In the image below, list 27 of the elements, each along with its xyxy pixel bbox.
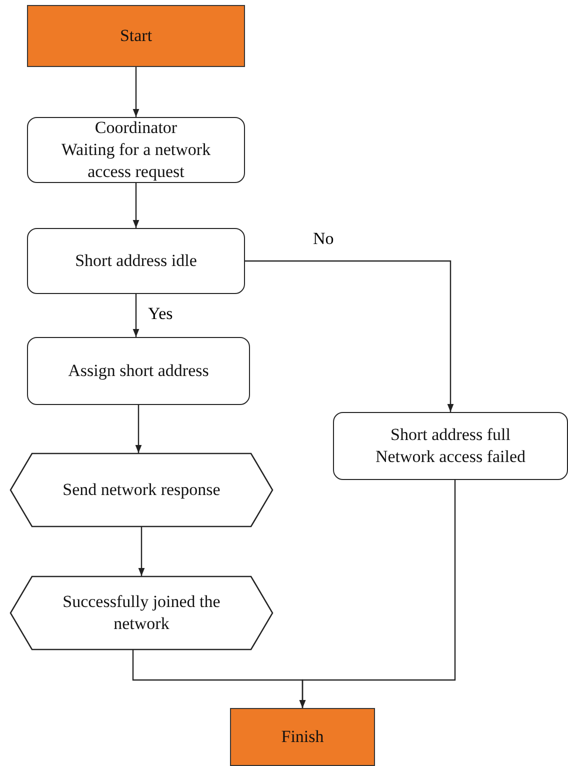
node-text: Network access failed [374, 446, 527, 468]
arrow [132, 183, 140, 228]
process-box [27, 228, 245, 294]
node-text: Send network response [62, 478, 222, 501]
terminal-label: Start [118, 24, 154, 47]
node-text: Coordinator [94, 116, 178, 139]
arrow [132, 67, 140, 117]
io-hexagon [10, 576, 273, 650]
node-text: Successfully joined the network [62, 590, 222, 635]
arrow [245, 260, 454, 412]
node-text: Waiting for a network access request [60, 138, 212, 184]
terminal-box [27, 5, 245, 67]
process-box [27, 337, 250, 405]
node-text: Short address idle [74, 250, 198, 272]
arrow [299, 480, 456, 708]
edge-label: Yes [148, 304, 173, 324]
node-text: Short address full [390, 424, 512, 446]
arrow [135, 405, 142, 453]
process-box [27, 117, 245, 183]
arrow [132, 294, 140, 337]
io-hexagon [10, 453, 273, 527]
edge-label: No [313, 229, 334, 249]
node-text: Assign short address [67, 360, 210, 382]
terminal-label: Finish [280, 726, 325, 748]
process-box [333, 412, 568, 480]
terminal-box [230, 708, 375, 766]
arrow [138, 527, 145, 576]
